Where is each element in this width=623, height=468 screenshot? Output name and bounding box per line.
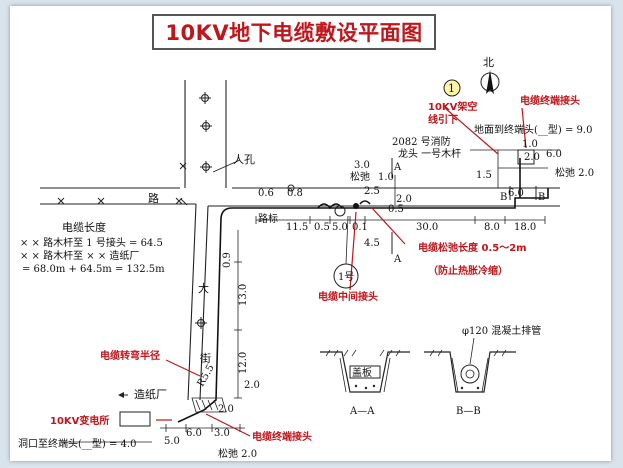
dimension-label: 2.0 [524, 152, 540, 163]
dimension-label: 0.5 [314, 222, 330, 233]
concrete-pipe-label: φ120 混凝土排管 [462, 324, 541, 337]
dimension-label: 0.6 [258, 188, 274, 199]
manhole-leader [212, 159, 241, 173]
dimension-label: 0.8 [287, 188, 303, 199]
terminal-top-label: 电缆终端接头 [520, 94, 580, 107]
dimension-label: 2.5 [364, 186, 380, 197]
terminal-bottom-label: 电缆终端接头 [252, 430, 312, 443]
dimension-label: 1.5 [476, 170, 492, 181]
dimension-label: 5.0 [332, 222, 348, 233]
road-marker-label: 路标 [258, 212, 278, 225]
section-bb-drawing [424, 337, 516, 393]
dimension-label: 2.0 [244, 380, 260, 391]
slack-length-label: 电缆松弛长度 0.5～2m [418, 241, 527, 254]
joint-dot [353, 203, 359, 209]
page-title: 10KV地下电缆敷设平面图 [165, 21, 423, 45]
paper-mill-label: 造纸厂 [134, 387, 167, 401]
joint-circle [334, 205, 346, 217]
title-box: 10KV地下电缆敷设平面图 [152, 14, 436, 50]
cover-plate-label: 盖板 [352, 366, 372, 379]
drawing-sheet [10, 6, 611, 461]
dimension-label: 1 [448, 82, 455, 95]
dimension-label: 12.0 [238, 352, 249, 374]
section-b-right: B [538, 192, 545, 203]
arrow-left-icon [118, 392, 124, 398]
cave-to-terminal-label: 洞口至终端头(__型) = 4.0 [18, 437, 136, 450]
pole-label: 龙头 一号木杆 [398, 147, 461, 160]
lamp-post-icon [195, 92, 296, 329]
pole-marks [57, 162, 188, 206]
hydrant-label: 2082 号消防 [392, 135, 451, 148]
dimension-label: 4.5 [364, 238, 380, 249]
road-vertical [184, 80, 227, 401]
dimension-label: 6.0 [186, 428, 202, 439]
street-label: 街 [200, 351, 211, 365]
cable-length-line2: × × 路木杆至 × × 造纸厂 [20, 249, 139, 262]
dimension-label: 2.0 [396, 194, 412, 205]
dimension-label: 0.1 [352, 222, 368, 233]
dimension-label: 0.5 [388, 204, 404, 215]
cable-route [177, 188, 549, 423]
dimension-label: R5.5 [196, 363, 217, 389]
dimension-label: 11.5 [286, 222, 308, 233]
dimension-label: 6.0 [508, 188, 524, 199]
compass-label: 北 [483, 56, 494, 69]
slack-top-label: 松弛 2.0 [555, 166, 594, 179]
section-a-bottom: A [393, 254, 402, 265]
substation-box [119, 411, 151, 427]
thermal-note: （防止热胀冷缩） [428, 264, 508, 277]
cable-length-line3: = 68.0m + 64.5m = 132.5m [22, 264, 165, 275]
section-aa-drawing [320, 349, 410, 393]
cable-length-line1: × × 路木杆至 1 号接头 = 64.5 [20, 236, 163, 249]
dimension-label: 5.0 [164, 436, 180, 447]
dimension-label: 30.0 [416, 222, 438, 233]
substation-label: 10KV变电所 [50, 414, 109, 427]
section-aa-label: A—A [349, 406, 375, 417]
slack-label: 松弛 [350, 170, 370, 183]
middle-joint-label: 电缆中间接头 [318, 290, 378, 303]
dimension-label: 8.0 [484, 222, 500, 233]
bend-radius-label: 电缆转弯半径 [100, 349, 160, 362]
section-b-left: B [500, 192, 507, 203]
dimension-label: 3.0 [354, 160, 370, 171]
overhead-line-2: 线引下 [428, 113, 458, 126]
section-bb-label: B—B [456, 406, 481, 417]
overhead-line-1: 10KV架空 [428, 100, 477, 113]
section-mark-lines [391, 158, 537, 254]
joint-label-circle: 1号 [333, 215, 359, 289]
dimension-label: 13.0 [238, 284, 249, 306]
section-a-top: A [393, 162, 402, 173]
end-hatch [191, 397, 227, 413]
dimension-label: 18.0 [514, 222, 536, 233]
slack-bottom-label: 松弛 2.0 [218, 447, 257, 460]
annotation-arrows [156, 107, 527, 437]
dimension-label: 0.9 [222, 252, 233, 268]
dimension-label: 2.0 [218, 404, 234, 415]
north-arrow-icon: 北 [480, 56, 500, 94]
road-char-label: 路 [148, 192, 159, 205]
ground-to-terminal-label: 地面到终端头(__型) = 9.0 [474, 123, 592, 136]
dimension-label: 3.0 [214, 428, 230, 439]
dimension-label: 1号 [338, 271, 354, 283]
big-street-char: 大 [198, 281, 209, 295]
slack-value: 1.0 [378, 172, 394, 183]
dimension-label: 1.0 [522, 139, 538, 150]
manhole-label: 人孔 [233, 153, 255, 166]
marker-1: 1 [443, 79, 461, 97]
dimension-label: 6.0 [546, 149, 562, 160]
cable-slack-loops [317, 200, 371, 210]
dimension-lines [60, 149, 560, 443]
cable-length-heading: 电缆长度 [62, 220, 106, 234]
